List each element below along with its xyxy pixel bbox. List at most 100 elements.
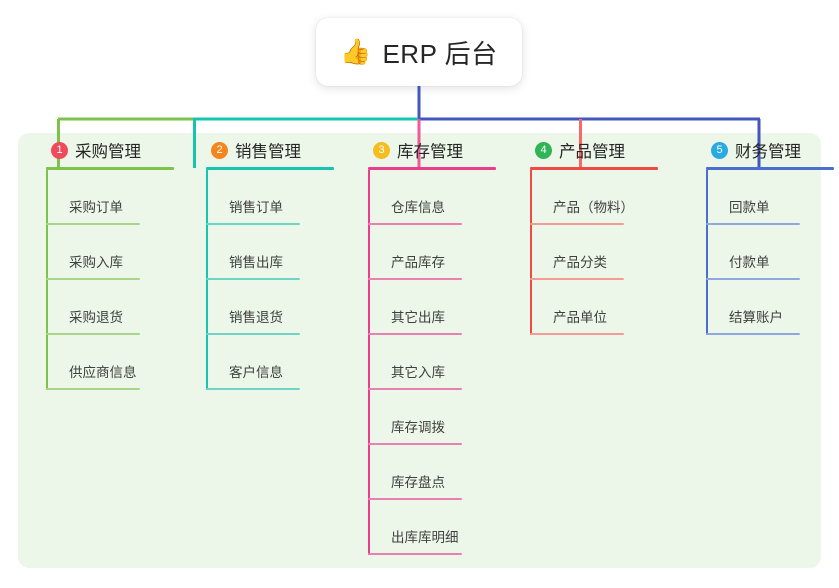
branch-item-underline <box>706 333 800 335</box>
branch-item-label: 仓库信息 <box>391 200 445 215</box>
branch-item-label: 结算账户 <box>729 310 783 325</box>
branch-item-label: 其它入库 <box>391 365 445 380</box>
branch-item[interactable]: 销售退货 <box>206 280 345 335</box>
branch-title: 库存管理 <box>397 143 463 161</box>
branch-number-badge: 1 <box>51 141 68 159</box>
branch-item[interactable]: 采购入库 <box>46 225 185 280</box>
branch-item[interactable]: 产品（物料） <box>530 170 669 225</box>
branch-title: 销售管理 <box>235 143 301 161</box>
branch-underline <box>368 167 496 170</box>
branch-item-label: 客户信息 <box>229 365 283 380</box>
branch-item-underline <box>368 388 462 390</box>
branch-item-underline <box>46 388 140 390</box>
branch-item-underline <box>706 223 800 225</box>
branch-header-2[interactable]: 2 销售管理 <box>193 133 345 167</box>
branch-item-underline <box>46 278 140 280</box>
branch-item-label: 其它出库 <box>391 310 445 325</box>
branch-item-underline <box>206 278 300 280</box>
branch-underline <box>46 167 174 170</box>
branch-item[interactable]: 回款单 <box>706 170 839 225</box>
branch-item-underline <box>206 333 300 335</box>
branch-item[interactable]: 产品库存 <box>368 225 507 280</box>
branch-item[interactable]: 付款单 <box>706 225 839 280</box>
branch-item-underline <box>46 223 140 225</box>
branch-header-4[interactable]: 4 产品管理 <box>517 133 669 167</box>
branch-title: 采购管理 <box>75 143 141 161</box>
branch-spine-line <box>530 170 532 335</box>
branch-item-list: 回款单付款单结算账户 <box>706 170 839 335</box>
branch-column-4: 4 产品管理产品（物料） 产品分类产品单位 <box>517 133 669 335</box>
branch-header-5[interactable]: 5 财务管理 <box>693 133 839 167</box>
branch-spine-line <box>368 170 370 555</box>
branch-item[interactable]: 其它出库 <box>368 280 507 335</box>
branch-item-label: 产品单位 <box>553 310 607 325</box>
branch-item-label: 供应商信息 <box>69 365 137 380</box>
branch-item[interactable]: 其它入库 <box>368 335 507 390</box>
branch-item-label: 产品分类 <box>553 255 607 270</box>
branch-underline <box>530 167 658 170</box>
branch-item[interactable]: 库存盘点 <box>368 445 507 500</box>
branch-item-underline <box>368 223 462 225</box>
thumbs-up-icon: 👍 <box>340 37 372 66</box>
root-node-content: 👍 ERP 后台 <box>340 34 497 71</box>
branch-item[interactable]: 客户信息 <box>206 335 345 390</box>
branch-item-underline <box>530 278 624 280</box>
branch-column-5: 5 财务管理回款单付款单结算账户 <box>693 133 839 335</box>
branch-header-1[interactable]: 1 采购管理 <box>33 133 185 167</box>
branch-item-underline <box>530 223 624 225</box>
branch-item[interactable]: 产品单位 <box>530 280 669 335</box>
branch-number-badge: 3 <box>373 141 390 159</box>
branch-item-label: 销售退货 <box>229 310 283 325</box>
branch-spine-line <box>46 170 48 390</box>
branch-item[interactable]: 产品分类 <box>530 225 669 280</box>
branch-item-label: 销售订单 <box>229 200 283 215</box>
branch-number-badge: 2 <box>211 141 228 159</box>
branch-item-label: 付款单 <box>729 255 770 270</box>
branch-number-badge: 4 <box>535 141 552 159</box>
branch-spine-line <box>206 170 208 390</box>
branch-item[interactable]: 库存调拨 <box>368 390 507 445</box>
branch-item[interactable]: 销售出库 <box>206 225 345 280</box>
branch-item[interactable]: 结算账户 <box>706 280 839 335</box>
branch-header-3[interactable]: 3 库存管理 <box>355 133 507 167</box>
branch-underline <box>206 167 334 170</box>
branch-item[interactable]: 供应商信息 <box>46 335 185 390</box>
branch-title: 财务管理 <box>735 143 801 161</box>
branch-item-underline <box>368 278 462 280</box>
branch-column-3: 3 库存管理仓库信息产品库存其它出库其它入库库存调拨库存盘点出库库明细 <box>355 133 507 555</box>
branch-item-list: 仓库信息产品库存其它出库其它入库库存调拨库存盘点出库库明细 <box>368 170 507 555</box>
branch-item-label: 库存盘点 <box>391 475 445 490</box>
branch-title: 产品管理 <box>559 143 625 161</box>
branch-item[interactable]: 仓库信息 <box>368 170 507 225</box>
branch-item[interactable]: 采购退货 <box>46 280 185 335</box>
branch-spine-line <box>706 170 708 335</box>
root-node[interactable]: 👍 ERP 后台 <box>316 18 522 86</box>
branch-item-underline <box>46 333 140 335</box>
branch-column-2: 2 销售管理销售订单销售出库销售退货客户信息 <box>193 133 345 390</box>
branch-item-label: 产品（物料） <box>553 200 634 215</box>
branch-item-underline <box>206 388 300 390</box>
branch-item-underline <box>206 223 300 225</box>
branch-column-1: 1 采购管理采购订单采购入库采购退货供应商信息 <box>33 133 185 390</box>
branch-item-underline <box>706 278 800 280</box>
branches-panel <box>18 133 821 568</box>
branch-item-label: 销售出库 <box>229 255 283 270</box>
branch-item-list: 销售订单销售出库销售退货客户信息 <box>206 170 345 390</box>
branch-item-underline <box>368 443 462 445</box>
branch-item-list: 采购订单采购入库采购退货供应商信息 <box>46 170 185 390</box>
branch-item[interactable]: 采购订单 <box>46 170 185 225</box>
branch-item[interactable]: 销售订单 <box>206 170 345 225</box>
branch-item[interactable]: 出库库明细 <box>368 500 507 555</box>
branch-item-label: 采购订单 <box>69 200 123 215</box>
branch-item-label: 回款单 <box>729 200 770 215</box>
branch-item-label: 采购入库 <box>69 255 123 270</box>
branch-underline <box>706 167 834 170</box>
branch-item-label: 产品库存 <box>391 255 445 270</box>
branch-item-label: 库存调拨 <box>391 420 445 435</box>
branch-item-underline <box>368 498 462 500</box>
root-node-title: ERP 后台 <box>382 38 498 69</box>
branch-number-badge: 5 <box>711 141 728 159</box>
branch-item-underline <box>530 333 624 335</box>
branch-item-underline <box>368 333 462 335</box>
